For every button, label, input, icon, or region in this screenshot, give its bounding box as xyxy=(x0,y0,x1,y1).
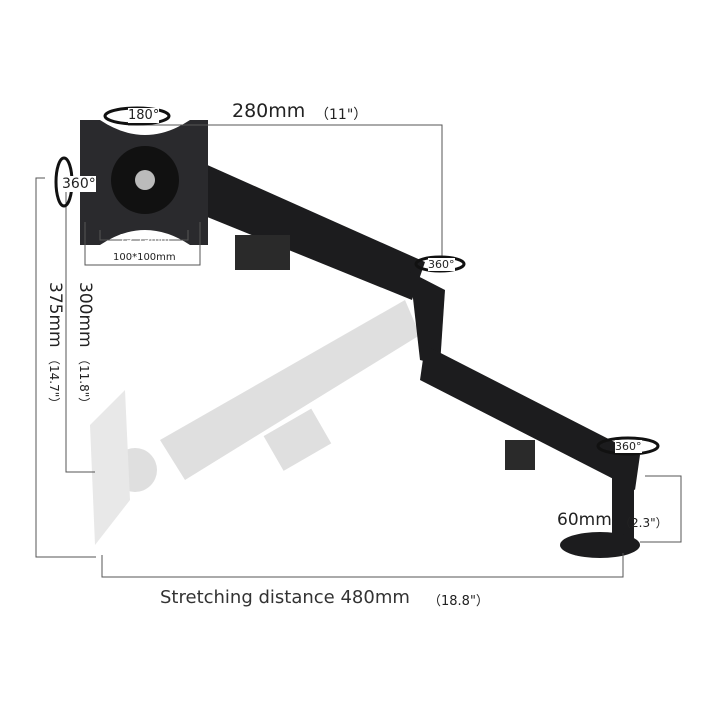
width-inch-label: （11"） xyxy=(315,107,368,123)
pole-height-label: 60mm xyxy=(557,510,612,530)
height-300-label: 300mm （11.8"） xyxy=(75,282,95,409)
height-375-label: 375mm （14.7"） xyxy=(45,282,65,409)
stretch-distance-label: Stretching distance 480mm xyxy=(160,587,410,608)
height-375-mm: 375mm xyxy=(45,282,65,348)
height-300-mm: 300mm xyxy=(75,282,95,348)
main-arm xyxy=(185,155,640,558)
tilt-180-label: 180° xyxy=(128,108,160,123)
dimension-lines xyxy=(35,124,682,578)
vesa-plate xyxy=(80,120,208,245)
ghost-arm xyxy=(90,300,420,545)
pole-height-inch-label: （2.3"） xyxy=(619,516,668,530)
vesa-100-label: 100*100mm xyxy=(113,252,176,263)
height-375-in: （14.7"） xyxy=(47,352,61,410)
width-dimension-label: 280mm xyxy=(232,100,306,122)
elbow-swivel-label: 360° xyxy=(428,258,455,271)
rotate-360-label: 360° xyxy=(62,176,96,192)
stretch-distance-inch-label: （18.8"） xyxy=(428,594,489,609)
vesa-75-label: 75*75mm xyxy=(120,233,170,244)
height-300-in: （11.8"） xyxy=(77,352,91,410)
base-swivel-label: 360° xyxy=(615,440,642,453)
